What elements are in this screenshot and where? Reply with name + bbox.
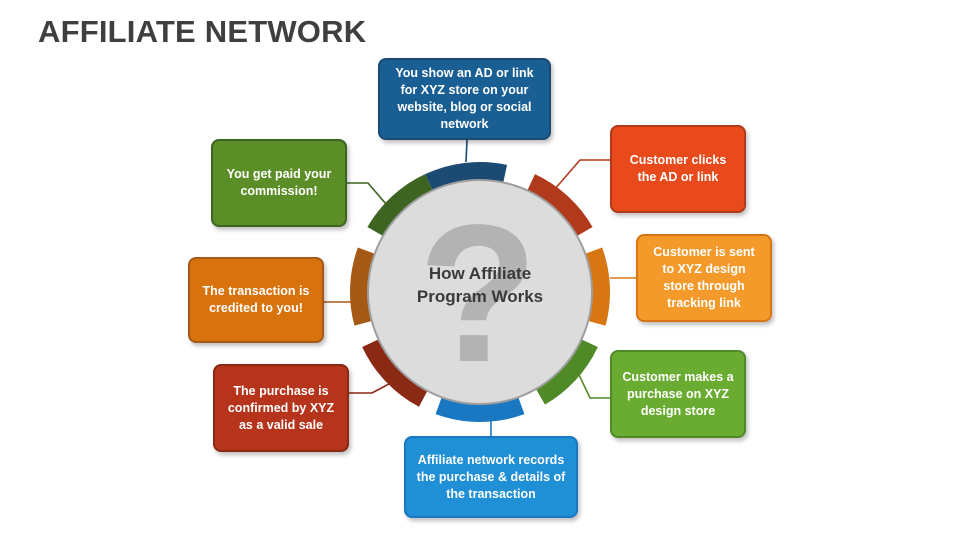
step-text-purchase-confirmed: The purchase is confirmed by XYZ as a va… [227,383,335,432]
step-box-show-ad: You show an AD or link for XYZ store on … [378,58,551,140]
ring-segment-network-records [435,397,525,422]
connector-show-ad [465,139,468,163]
center-label-line2: Program Works [416,287,544,306]
page-title: AFFILIATE NETWORK [38,14,367,49]
ring-segment-purchase-confirmed [362,339,428,407]
step-text-get-paid: You get paid your commission! [226,167,332,198]
connector-get-paid [347,182,393,212]
ring-segment-customer-purchase [536,339,598,405]
center-label: How Affiliate Program Works [396,262,564,308]
connector-customer-clicks [553,159,610,191]
question-mark-icon: ? [418,184,538,403]
step-box-purchase-confirmed: The purchase is confirmed by XYZ as a va… [213,364,349,452]
step-box-transaction-credited: The transaction is credited to you! [188,257,324,343]
step-text-customer-sent: Customer is sent to XYZ design store thr… [653,245,755,310]
ring-segment-customer-clicks [527,174,593,236]
step-text-transaction-credited: The transaction is credited to you! [202,284,310,315]
ring-segment-get-paid [367,174,433,236]
step-text-customer-clicks: Customer clicks the AD or link [629,153,727,184]
step-box-customer-clicks: Customer clicks the AD or link [610,125,746,213]
step-box-get-paid: You get paid your commission! [211,139,347,227]
ring-segment-show-ad [425,162,508,191]
step-box-network-records: Affiliate network records the purchase &… [404,436,578,518]
step-text-show-ad: You show an AD or link for XYZ store on … [395,66,534,131]
center-label-line1: How Affiliate [428,264,532,283]
segment-ring [350,162,610,422]
step-text-customer-purchase: Customer makes a purchase on XYZ design … [622,369,734,418]
center-circle [367,179,593,405]
step-box-customer-purchase: Customer makes a purchase on XYZ design … [610,350,746,438]
step-box-customer-sent: Customer is sent to XYZ design store thr… [636,234,772,322]
step-text-network-records: Affiliate network records the purchase &… [416,452,566,501]
